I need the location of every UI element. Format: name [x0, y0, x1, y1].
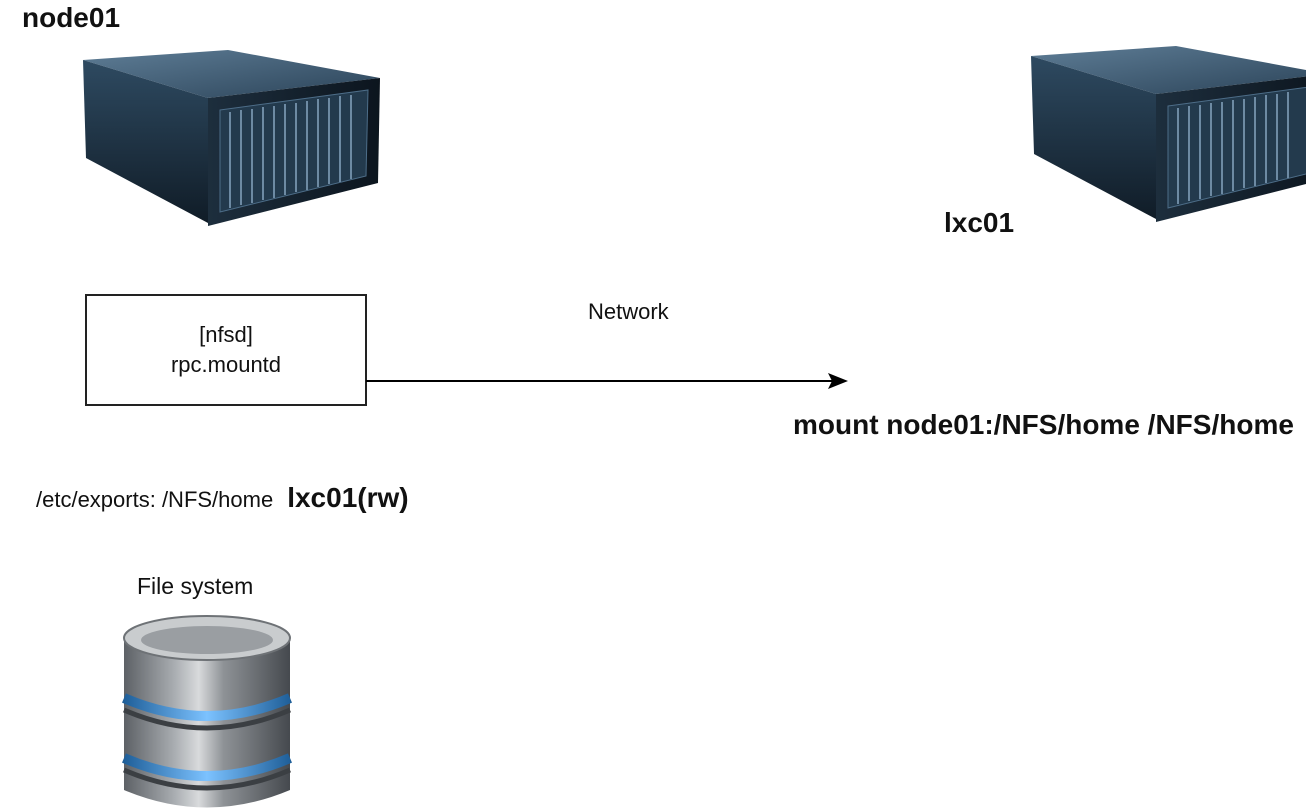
server-icon-client — [1031, 46, 1306, 222]
exports-client: lxc01(rw) — [287, 482, 409, 513]
filesystem-label: File system — [137, 573, 254, 599]
exports-line: /etc/exports: /NFS/home lxc01(rw) — [36, 482, 409, 514]
client-label: lxc01 — [944, 207, 1015, 238]
database-icon — [122, 615, 292, 808]
mount-command: mount node01:/NFS/home /NFS/home — [793, 409, 1294, 440]
nfs-daemon-box: [nfsd] rpc.mountd — [85, 294, 367, 406]
daemon-line-mountd: rpc.mountd — [170, 352, 282, 377]
exports-path: /etc/exports: /NFS/home — [36, 487, 274, 512]
server-icon — [83, 50, 380, 226]
network-arrow — [366, 373, 848, 389]
network-label: Network — [588, 299, 669, 324]
server-label: node01 — [22, 2, 121, 33]
daemon-line-nfsd: [nfsd] — [199, 322, 253, 347]
